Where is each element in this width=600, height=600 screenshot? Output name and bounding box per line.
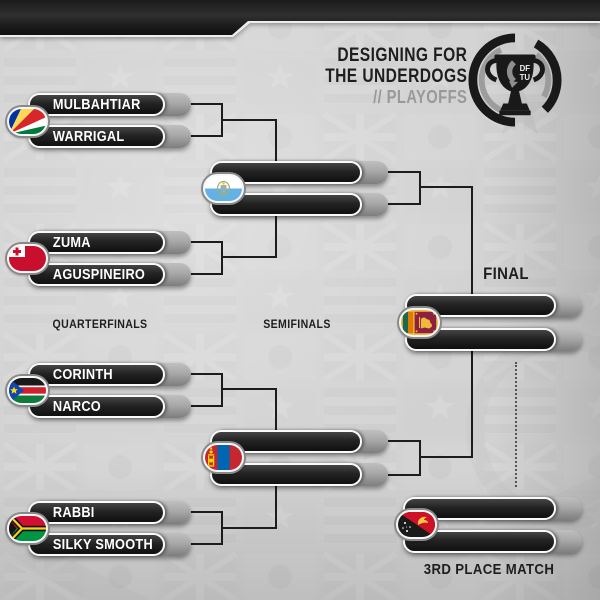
trophy-monogram-line2: TU xyxy=(520,73,531,82)
sf1-team1-pill xyxy=(210,161,388,184)
final-team2-pill xyxy=(405,328,582,351)
trophy-monogram-line1: DF xyxy=(520,64,531,73)
qf2-team1-pill: ZUMA xyxy=(28,231,191,254)
flag-tonga-icon xyxy=(7,244,48,273)
flag-seychelles-icon xyxy=(7,107,48,136)
qf4-team1-pill: RABBI xyxy=(28,501,191,524)
qf1-team2-pill: WARRIGAL xyxy=(28,125,191,148)
team-name-label: CORINTH xyxy=(52,366,113,383)
connector-segment xyxy=(421,456,473,458)
connector-segment xyxy=(388,203,421,205)
connector-segment xyxy=(190,373,223,375)
connector-segment xyxy=(471,350,473,458)
flag-mongolia-icon xyxy=(203,443,244,472)
trophy-logo-icon: DF TU xyxy=(468,33,562,127)
connector-segment xyxy=(221,373,223,407)
connector-segment xyxy=(419,171,421,205)
qf3-team2-pill: NARCO xyxy=(28,395,191,418)
connector-segment xyxy=(223,119,277,121)
team-name-label: AGUSPINEIRO xyxy=(52,266,146,283)
third-place-team1-pill xyxy=(403,497,582,520)
flag-vanuatu-icon xyxy=(7,514,48,543)
qf4-team2-pill: SILKY SMOOTH xyxy=(28,533,191,556)
connector-segment xyxy=(471,186,473,296)
team-name-label: SILKY SMOOTH xyxy=(52,536,153,553)
third-place-dotted-connector xyxy=(515,362,517,487)
connector-segment xyxy=(190,273,223,275)
round-label-final: FINAL xyxy=(483,264,529,283)
connector-segment xyxy=(275,215,277,258)
connector-segment xyxy=(190,405,223,407)
sf2-team2-pill xyxy=(210,463,388,486)
round-label-third-place: 3RD PLACE MATCH xyxy=(423,561,555,578)
connector-segment xyxy=(190,135,223,137)
final-team1-pill xyxy=(405,294,582,317)
connector-segment xyxy=(275,119,277,163)
sf2-team1-pill xyxy=(210,430,388,453)
sf1-team2-pill xyxy=(210,193,388,216)
brand-title-block: DESIGNING FOR THE UNDERDOGS // PLAYOFFS xyxy=(294,45,467,108)
connector-segment xyxy=(221,241,223,275)
connector-segment xyxy=(190,241,223,243)
round-label-semifinals: SEMIFINALS xyxy=(263,317,331,331)
brand-subtitle: // PLAYOFFS xyxy=(372,87,467,107)
connector-segment xyxy=(221,103,223,137)
flag-papua-new-guinea-icon xyxy=(396,510,437,539)
connector-segment xyxy=(419,440,421,476)
connector-segment xyxy=(388,474,421,476)
team-name-label: WARRIGAL xyxy=(52,128,125,145)
qf3-team1-pill: CORINTH xyxy=(28,363,191,386)
team-name-label: ZUMA xyxy=(52,234,91,251)
brand-title-line2: THE UNDERDOGS xyxy=(324,66,467,87)
connector-segment xyxy=(223,256,277,258)
connector-segment xyxy=(388,440,421,442)
brand-title-line1: DESIGNING FOR xyxy=(337,45,467,66)
third-place-team2-pill xyxy=(403,530,582,553)
connector-segment xyxy=(388,171,421,173)
connector-segment xyxy=(190,543,223,545)
qf1-team1-pill: MULBAHTIAR xyxy=(28,93,191,116)
round-label-quarterfinals: QUARTERFINALS xyxy=(52,317,148,331)
connector-segment xyxy=(190,103,223,105)
connector-segment xyxy=(275,388,277,432)
connector-segment xyxy=(221,511,223,545)
qf2-team2-pill: AGUSPINEIRO xyxy=(28,263,191,286)
team-name-label: MULBAHTIAR xyxy=(52,96,141,113)
team-name-label: RABBI xyxy=(52,504,95,521)
team-name-label: NARCO xyxy=(52,398,101,415)
flag-south-sudan-icon xyxy=(7,376,48,405)
flag-sri-lanka-icon xyxy=(399,308,440,337)
flag-san-marino-icon xyxy=(203,174,244,203)
connector-segment xyxy=(275,485,277,529)
connector-segment xyxy=(223,388,277,390)
connector-segment xyxy=(190,511,223,513)
connector-segment xyxy=(223,527,277,529)
connector-segment xyxy=(421,186,473,188)
